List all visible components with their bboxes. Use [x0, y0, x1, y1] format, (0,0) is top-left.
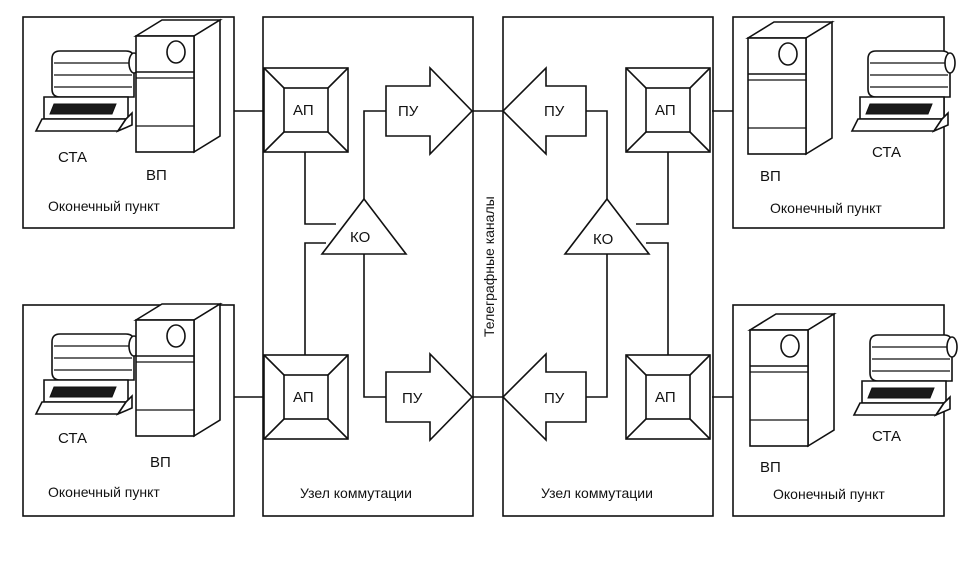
sta-label: СТА: [872, 428, 901, 445]
ap-label: АП: [655, 102, 676, 119]
triangle-ko-icon: [563, 197, 651, 255]
arrow-block-icon: [385, 352, 474, 442]
teletype-icon: [35, 333, 140, 415]
ko-switch-right: КО: [563, 197, 651, 255]
triangle-ko-icon: [320, 197, 408, 255]
computer-icon: [135, 303, 221, 437]
teletype-icon: [851, 50, 956, 132]
terminal-label: Оконечный пункт: [773, 486, 885, 502]
computer-icon: [749, 313, 835, 447]
pu-label: ПУ: [398, 103, 419, 120]
computer-icon: [135, 19, 221, 153]
teletype-icon: [35, 50, 140, 132]
arrow-block-icon: [501, 352, 587, 442]
connection-lines: [234, 110, 733, 398]
pu-block-right-bottom: ПУ: [501, 352, 587, 442]
ap-block-left-bottom: АП: [263, 354, 349, 440]
terminal-bottom-right: СТА ВП Оконечный пункт: [732, 304, 958, 517]
terminal-bottom-left: СТА ВП Оконечный пункт: [22, 303, 235, 517]
switching-node-right: Узел коммутации: [502, 16, 714, 517]
ko-label: КО: [593, 231, 613, 248]
sta-label: СТА: [58, 430, 87, 447]
sta-label: СТА: [872, 144, 901, 161]
arrow-block-icon: [385, 66, 474, 156]
pu-label: ПУ: [402, 390, 423, 407]
ap-block-right-bottom: АП: [625, 354, 711, 440]
pu-block-left-bottom: ПУ: [385, 352, 474, 442]
node-label: Узел коммутации: [300, 485, 412, 501]
switching-node-left: Узел коммутации: [262, 16, 474, 517]
ap-block-right-top: АП: [625, 67, 711, 153]
teletype-icon: [853, 334, 958, 416]
ko-label: КО: [350, 229, 370, 246]
pu-label: ПУ: [544, 103, 565, 120]
vp-label: ВП: [760, 459, 781, 476]
terminal-label: Оконечный пункт: [770, 200, 882, 216]
ap-label: АП: [293, 102, 314, 119]
ap-label: АП: [655, 389, 676, 406]
terminal-top-left: СТА ВП Оконечный пункт: [22, 16, 235, 229]
channels-label: Телеграфные каналы: [481, 196, 497, 337]
computer-icon: [747, 21, 833, 155]
terminal-label: Оконечный пункт: [48, 484, 160, 500]
pu-label: ПУ: [544, 390, 565, 407]
pu-block-left-top: ПУ: [385, 66, 474, 156]
ap-label: АП: [293, 389, 314, 406]
ap-block-left-top: АП: [263, 67, 349, 153]
terminal-top-right: СТА ВП Оконечный пункт: [732, 16, 956, 229]
vp-label: ВП: [146, 167, 167, 184]
pu-block-right-top: ПУ: [501, 66, 587, 156]
vp-label: ВП: [760, 168, 781, 185]
terminal-label: Оконечный пункт: [48, 198, 160, 214]
node-label: Узел коммутации: [541, 485, 653, 501]
vp-label: ВП: [150, 454, 171, 471]
sta-label: СТА: [58, 149, 87, 166]
ko-switch-left: КО: [320, 197, 408, 255]
arrow-block-icon: [501, 66, 587, 156]
